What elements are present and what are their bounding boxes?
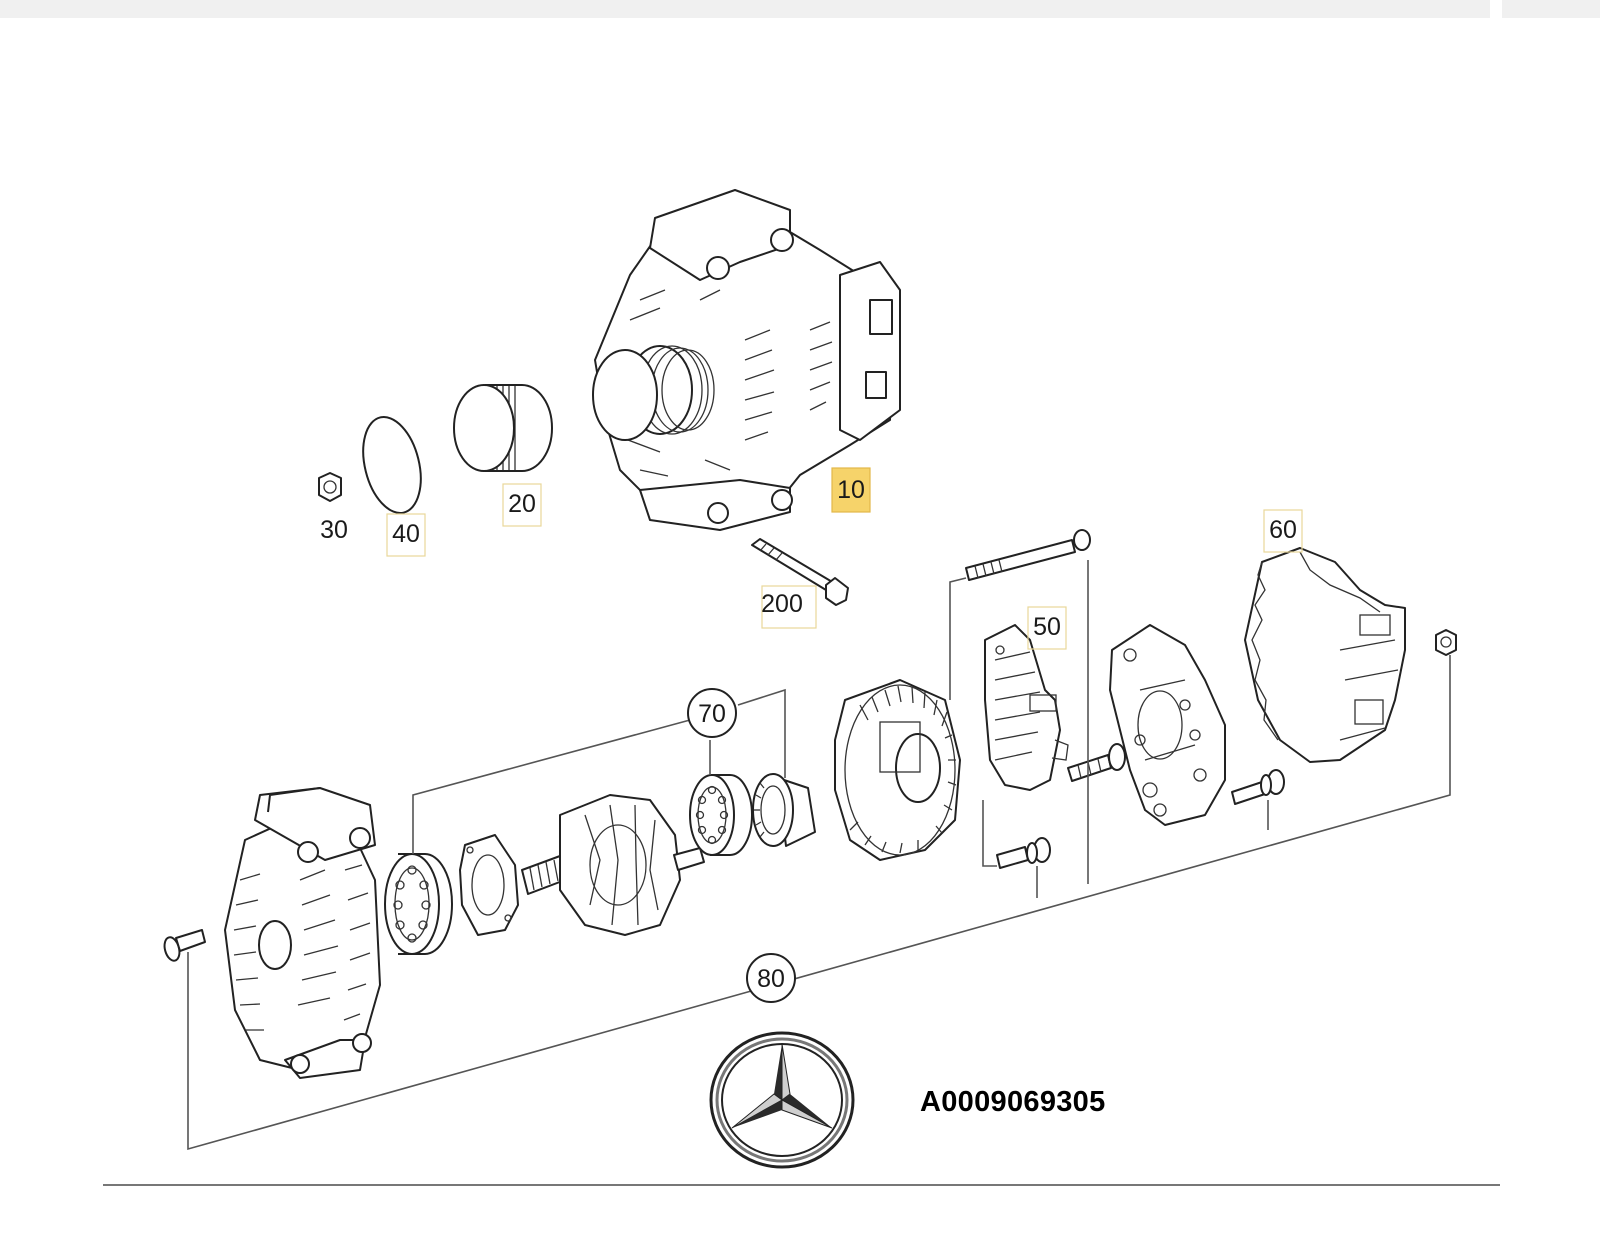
callout-50[interactable]: 50	[1027, 606, 1067, 650]
nut-part-30[interactable]	[318, 472, 342, 502]
mercedes-star-logo	[709, 1031, 855, 1169]
callout-30[interactable]: 30	[320, 516, 348, 544]
callout-20[interactable]: 20	[502, 483, 542, 527]
svg-text:80: 80	[757, 965, 785, 993]
screw-regulator-mount[interactable]	[1067, 743, 1126, 782]
regulator-part-50[interactable]	[984, 624, 1069, 791]
top-band	[0, 0, 1600, 18]
svg-text:70: 70	[698, 700, 726, 728]
screw-stator-mount[interactable]	[996, 837, 1051, 869]
pulley-part-20[interactable]	[453, 384, 553, 472]
svg-text:200: 200	[761, 590, 803, 618]
svg-text:40: 40	[392, 520, 420, 548]
stator[interactable]	[834, 679, 961, 861]
svg-text:20: 20	[508, 490, 536, 518]
leader-lines	[187, 560, 1451, 1151]
svg-text:10: 10	[837, 476, 865, 504]
callout-60[interactable]: 60	[1263, 509, 1303, 553]
bearing-middle[interactable]	[689, 774, 753, 856]
callout-70[interactable]: 70	[687, 688, 737, 738]
svg-text:50: 50	[1033, 613, 1061, 641]
retaining-plate[interactable]	[459, 834, 519, 936]
through-bolt[interactable]	[965, 529, 1091, 581]
alternator-part-10[interactable]	[592, 189, 901, 531]
rectifier[interactable]	[1109, 624, 1226, 826]
cap-part-40[interactable]	[354, 411, 430, 519]
rotor[interactable]	[521, 794, 705, 936]
callout-80[interactable]: 80	[746, 953, 796, 1003]
slip-ring-sleeve[interactable]	[752, 773, 816, 847]
screw-rectifier-mount[interactable]	[1231, 769, 1285, 805]
nut-right[interactable]	[1435, 629, 1457, 656]
callout-200[interactable]: 200	[761, 585, 817, 629]
bolt-part-200[interactable]	[751, 538, 849, 606]
callout-40[interactable]: 40	[386, 513, 426, 557]
screw-part-80[interactable]	[162, 929, 206, 962]
svg-text:30: 30	[320, 516, 348, 544]
part-number: A0009069305	[920, 1086, 1106, 1118]
svg-text:60: 60	[1269, 516, 1297, 544]
protective-cap-part-60[interactable]	[1244, 547, 1406, 763]
callout-10[interactable]: 10	[831, 467, 871, 513]
drive-end-housing[interactable]	[224, 787, 381, 1079]
bearing-left[interactable]	[384, 853, 453, 955]
